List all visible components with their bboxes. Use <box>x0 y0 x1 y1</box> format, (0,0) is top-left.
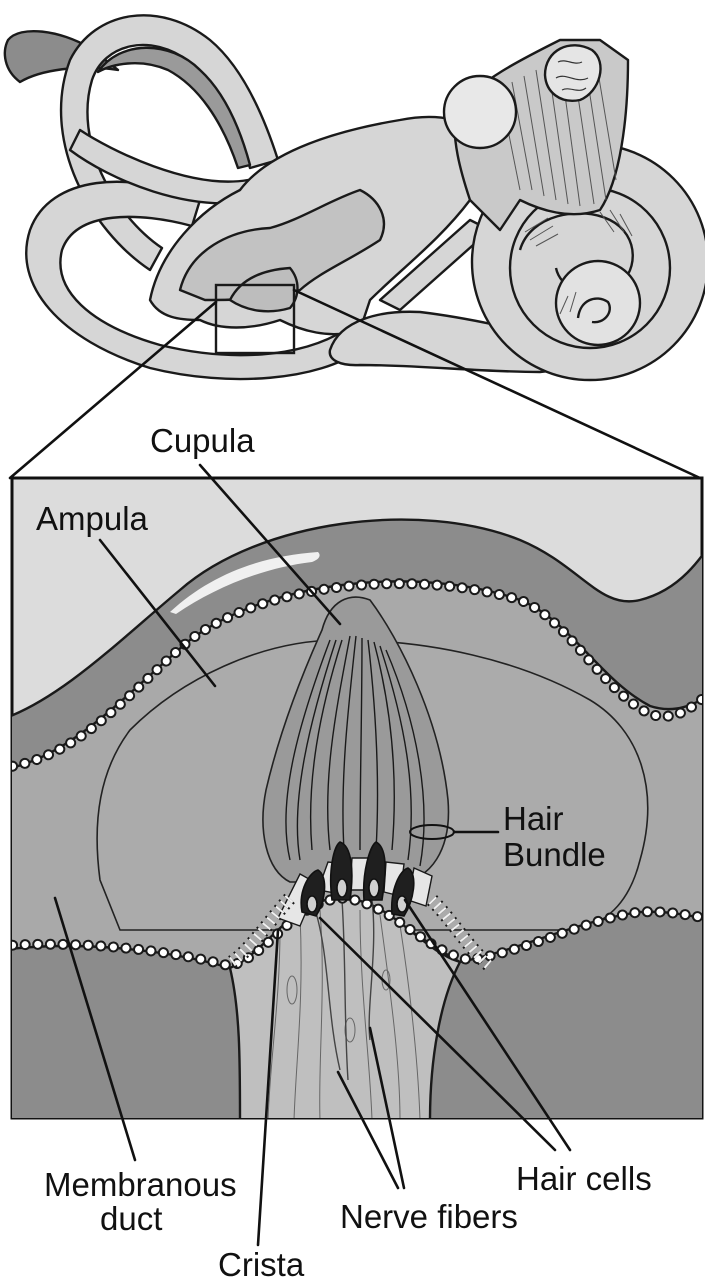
label-crista: Crista <box>218 1246 305 1280</box>
labels: Cupula Ampula Hair Bundle Membranous duc… <box>36 422 652 1280</box>
crista-fibers <box>267 909 421 1118</box>
label-ampula: Ampula <box>36 500 149 537</box>
cupula-leader <box>198 463 342 626</box>
label-nerve-fibers: Nerve fibers <box>340 1198 518 1235</box>
hair-cells-leader-a <box>318 916 557 1152</box>
vestibule-inner-detail <box>228 266 299 313</box>
highlight-streak <box>170 552 320 614</box>
nerve-end-cap <box>543 44 602 102</box>
vestibular-ganglion <box>442 74 518 150</box>
label-membranous-duct-line1: Membranous <box>44 1166 237 1203</box>
zoom-region-box <box>214 283 296 355</box>
upper-epithelium-dots <box>12 578 702 772</box>
superior-canal-inner-strip <box>96 46 252 170</box>
hair-bundle-strands <box>285 635 425 867</box>
label-hair-bundle-line1: Hair <box>503 800 564 837</box>
label-membranous-duct-line2: duct <box>100 1200 162 1237</box>
label-hair-bundle-line2: Bundle <box>503 836 606 873</box>
membranous-duct-leader <box>53 896 137 1162</box>
label-hair-cells: Hair cells <box>516 1160 652 1197</box>
zoom-projection-lines <box>8 288 702 480</box>
hair-cells-leader-b <box>403 898 572 1152</box>
label-cupula: Cupula <box>150 422 255 459</box>
leader-lines <box>53 463 572 1247</box>
hair-cells <box>300 841 415 917</box>
ampulla-cross-section <box>12 518 702 1118</box>
ampula-leader <box>98 538 217 688</box>
cupula <box>262 596 450 883</box>
crista-leader <box>256 928 280 1247</box>
nerve-fibers-leader-a <box>336 1070 400 1190</box>
nerve-fibers-leader-b <box>368 1026 406 1190</box>
inner-ear-labyrinth <box>3 14 705 382</box>
